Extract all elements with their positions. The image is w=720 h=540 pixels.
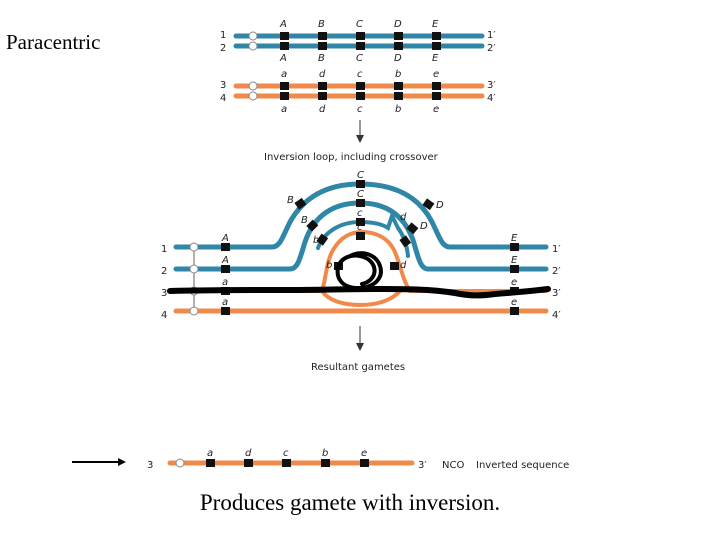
gamete-note: Inverted sequence bbox=[476, 460, 569, 471]
slide-caption: Produces gamete with inversion. bbox=[199, 490, 501, 515]
loop-label-c-third: c bbox=[357, 208, 363, 219]
gene-label-C-below: C bbox=[356, 53, 363, 64]
chromatid-number-1: 1 bbox=[220, 30, 226, 41]
loop-centromere-4 bbox=[189, 306, 199, 316]
loop-label-E2: E bbox=[511, 255, 518, 266]
loop-label-A1: A bbox=[221, 233, 229, 244]
loop-label-D-second: D bbox=[420, 221, 428, 232]
gene-label-A: A bbox=[279, 19, 287, 30]
gene-label-d-below: d bbox=[319, 104, 326, 115]
loop-label-b-third: b bbox=[313, 235, 319, 246]
loop-label-A2: A bbox=[221, 255, 229, 266]
step-label-resultant-gametes: Resultant gametes bbox=[311, 362, 405, 373]
centromere-4 bbox=[248, 91, 258, 101]
hand-drawn-line bbox=[167, 285, 551, 299]
gamete-bands bbox=[206, 459, 369, 467]
loop-label-B-second: B bbox=[301, 215, 308, 226]
centromere-2 bbox=[248, 41, 258, 51]
loop-chromatid-3 bbox=[174, 229, 548, 293]
gamete-label-a: a bbox=[207, 448, 213, 459]
hand-drawn-circle bbox=[335, 251, 383, 291]
loop-label-B-outer: B bbox=[287, 195, 294, 206]
gene-label-D-below: D bbox=[394, 53, 402, 64]
chromatid-number-1-prime: 1′ bbox=[487, 30, 496, 41]
chromatid-number-2: 2 bbox=[220, 43, 226, 54]
loop-bands bbox=[221, 180, 519, 315]
gamete-number-3: 3 bbox=[147, 460, 153, 471]
chromatid-number-4: 4 bbox=[220, 93, 226, 104]
gene-label-d: d bbox=[319, 69, 326, 80]
loop-label-C-outer: C bbox=[357, 170, 364, 181]
gamete-label-e: e bbox=[361, 448, 367, 459]
gene-label-E-below: E bbox=[432, 53, 439, 64]
centromere-3 bbox=[248, 81, 258, 91]
loop-number-1: 1 bbox=[161, 244, 167, 255]
step-label-inversion-loop: Inversion loop, including crossover bbox=[264, 152, 439, 163]
top-homolog-pair: 1 2 1′ 2′ A B C D E A B C D E 3 4 3′ 4′ bbox=[220, 19, 496, 115]
gamete-chromatid: 3 a d c b e 3′ NCO Inverted sequence bbox=[147, 448, 569, 471]
loop-number-3: 3 bbox=[161, 288, 167, 299]
loop-number-2: 2 bbox=[161, 266, 167, 277]
loop-label-D-outer: D bbox=[436, 200, 444, 211]
loop-label-c-inner: c bbox=[357, 222, 363, 233]
gene-label-e: e bbox=[433, 69, 439, 80]
loop-centromere-2 bbox=[189, 264, 199, 274]
gene-label-A-below: A bbox=[279, 53, 287, 64]
chromatid-number-4-prime: 4′ bbox=[487, 93, 496, 104]
loop-label-e4: e bbox=[511, 297, 517, 308]
centromere-1 bbox=[248, 31, 258, 41]
loop-number-1-prime: 1′ bbox=[552, 244, 561, 255]
chromatid-number-2-prime: 2′ bbox=[487, 43, 496, 54]
loop-label-C-second: C bbox=[357, 189, 364, 200]
loop-number-3-prime: 3′ bbox=[552, 288, 561, 299]
gamete-label-b: b bbox=[322, 448, 328, 459]
loop-label-a4: a bbox=[222, 297, 228, 308]
gene-label-a: a bbox=[281, 69, 287, 80]
gamete-number-3-prime: 3′ bbox=[418, 460, 427, 471]
gene-label-B-below: B bbox=[318, 53, 325, 64]
loop-label-d-third: d bbox=[400, 212, 407, 223]
chromatid-number-3: 3 bbox=[220, 80, 226, 91]
slide-title: Paracentric bbox=[6, 30, 101, 54]
loop-label-e3: e bbox=[511, 277, 517, 288]
blue-bands bbox=[280, 32, 441, 50]
loop-number-2-prime: 2′ bbox=[552, 266, 561, 277]
gene-label-b-below: b bbox=[395, 104, 401, 115]
loop-label-d-inner: d bbox=[400, 260, 407, 271]
gene-label-c: c bbox=[357, 69, 363, 80]
gene-label-a-below: a bbox=[281, 104, 287, 115]
loop-label-b-inner: b bbox=[326, 260, 332, 271]
gamete-label-d: d bbox=[245, 448, 252, 459]
loop-number-4-prime: 4′ bbox=[552, 310, 561, 321]
loop-arc-inner-bottom bbox=[320, 289, 402, 308]
gamete-tag-nco: NCO bbox=[442, 460, 464, 471]
gamete-centromere bbox=[175, 458, 185, 468]
gene-label-D: D bbox=[394, 19, 402, 30]
loop-label-E1: E bbox=[511, 233, 518, 244]
gene-label-c-below: c bbox=[357, 104, 363, 115]
inversion-loop-figure: 1 2 3 4 1′ 2′ 3′ 4′ bbox=[161, 170, 561, 321]
gamete-label-c: c bbox=[283, 448, 289, 459]
chromatid-number-3-prime: 3′ bbox=[487, 80, 496, 91]
loop-number-4: 4 bbox=[161, 310, 167, 321]
pointer-arrow-head bbox=[118, 458, 126, 466]
gene-label-e-below: e bbox=[433, 104, 439, 115]
gene-label-E: E bbox=[432, 19, 439, 30]
orange-bands bbox=[280, 82, 441, 100]
gene-label-b: b bbox=[395, 69, 401, 80]
gene-label-B: B bbox=[318, 19, 325, 30]
loop-label-a3: a bbox=[222, 277, 228, 288]
loop-centromere-1 bbox=[189, 242, 199, 252]
gene-label-C: C bbox=[356, 19, 363, 30]
